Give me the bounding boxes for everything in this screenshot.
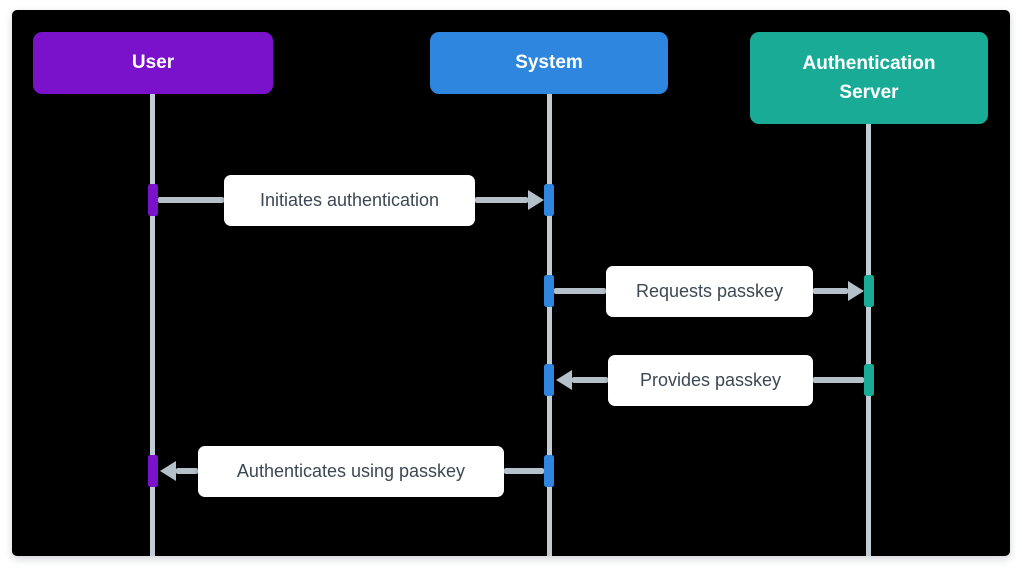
message-1-line-right	[475, 197, 528, 203]
message-1-line-left	[158, 197, 224, 203]
lifeline-user	[150, 94, 155, 556]
message-3-text: Provides passkey	[639, 370, 782, 390]
message-3-line-right	[813, 377, 864, 383]
activation-user-msg1	[148, 184, 158, 216]
message-3-line-left	[572, 377, 608, 383]
message-2-line-left	[554, 288, 606, 294]
activation-system-msg3	[544, 364, 554, 396]
message-2-arrowhead-icon	[848, 281, 864, 301]
activation-system-msg2	[544, 275, 554, 307]
message-1-label: Initiates authentication	[224, 175, 475, 226]
message-4-label: Authenticates using passkey	[198, 446, 504, 497]
message-2-label: Requests passkey	[606, 266, 813, 317]
activation-system-msg1	[544, 184, 554, 216]
actor-box-user: User	[33, 32, 273, 94]
actor-label-authentication-server: Authentication Server	[802, 52, 936, 103]
actor-box-authentication-server: Authentication Server	[750, 32, 988, 124]
message-3-label: Provides passkey	[608, 355, 813, 406]
activation-system-msg4	[544, 455, 554, 487]
activation-auth-server-msg2	[864, 275, 874, 307]
actor-label-system: System	[515, 52, 583, 73]
sequence-diagram-canvas: User System Authentication Server Initia…	[12, 10, 1010, 556]
message-1-arrowhead-icon	[528, 190, 544, 210]
actor-box-system: System	[430, 32, 668, 94]
message-4-line-left	[176, 468, 198, 474]
lifeline-system	[547, 94, 552, 556]
message-4-line-right	[504, 468, 544, 474]
message-3-arrowhead-icon	[556, 370, 572, 390]
actor-label-user: User	[131, 52, 175, 73]
message-2-line-right	[813, 288, 848, 294]
message-4-arrowhead-icon	[160, 461, 176, 481]
message-2-text: Requests passkey	[635, 281, 784, 301]
activation-user-msg4	[148, 455, 158, 487]
lifeline-authentication-server	[866, 124, 871, 556]
message-4-text: Authenticates using passkey	[236, 461, 466, 481]
message-1-text: Initiates authentication	[259, 190, 440, 210]
activation-auth-server-msg3	[864, 364, 874, 396]
